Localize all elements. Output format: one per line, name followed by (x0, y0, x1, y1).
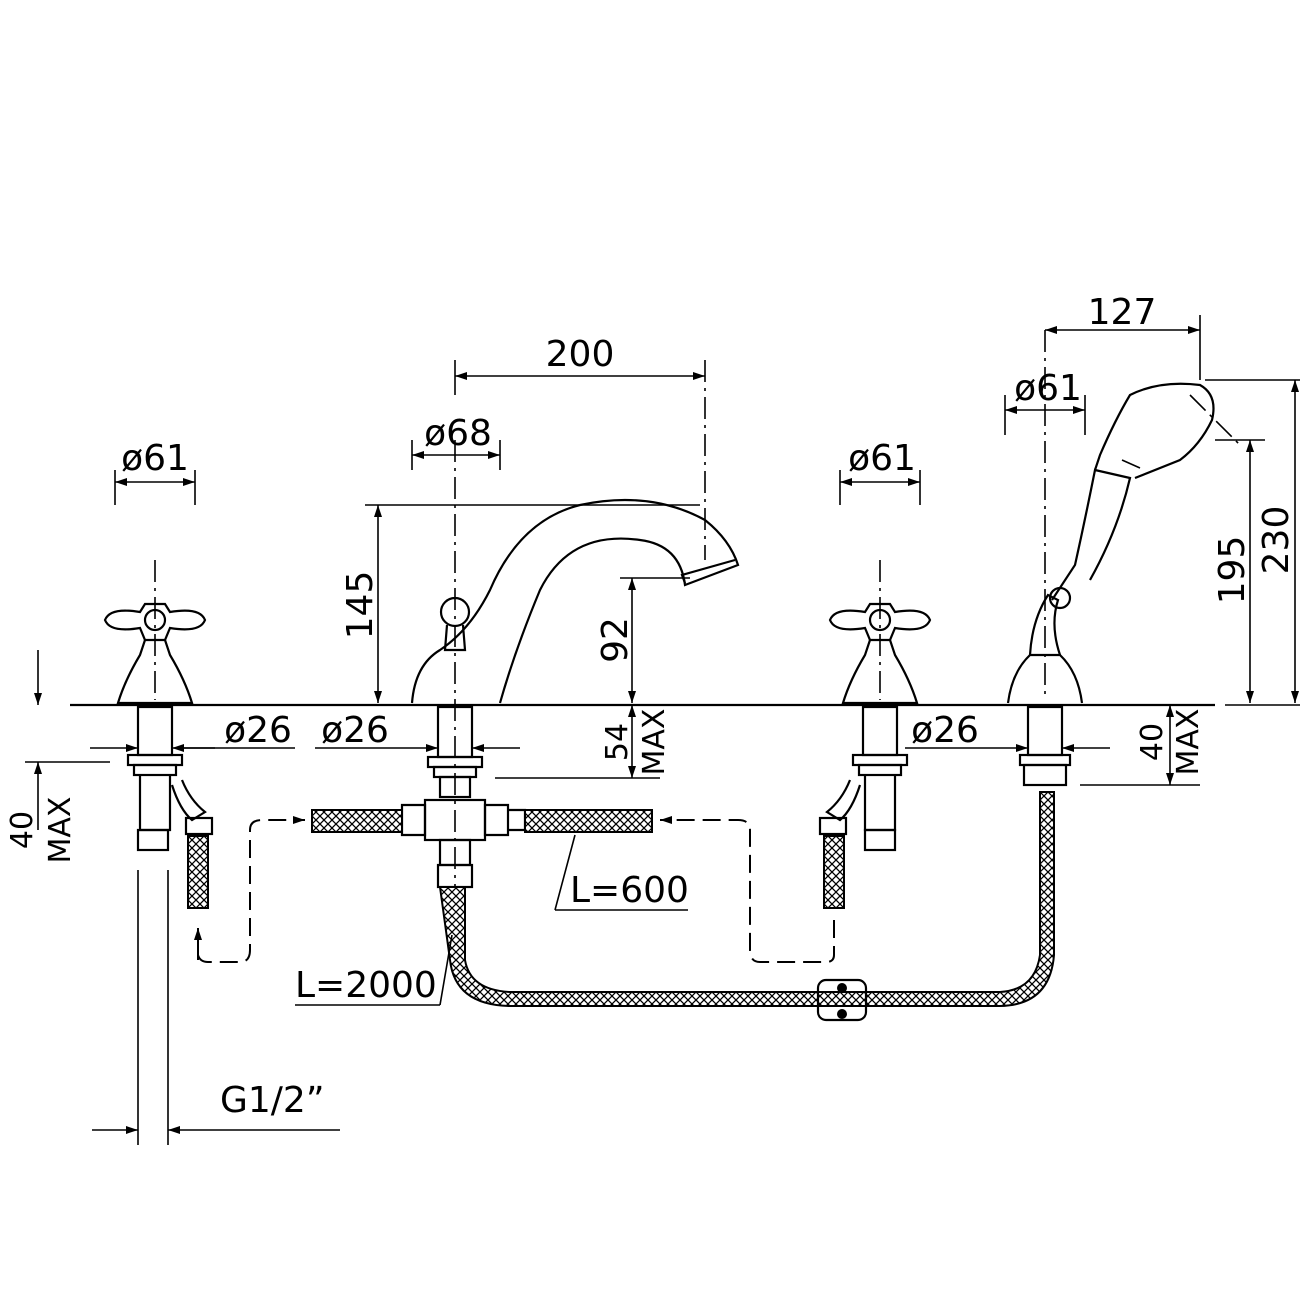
dim-max-40-left: MAX (43, 797, 78, 864)
dim-max-54: MAX (637, 709, 672, 776)
hose-right-600 (524, 809, 653, 833)
dim-d26-spout: ø26 (321, 710, 389, 751)
hand-shower (438, 330, 1215, 1022)
dim-height-40-right: 40 (1135, 723, 1170, 761)
supply-left (197, 816, 305, 963)
dim-height-54: 54 (600, 723, 635, 761)
dim-height-92: 92 (595, 617, 636, 663)
dim-height-195: 195 (1212, 536, 1253, 605)
right-cross-tap (818, 560, 932, 909)
dim-d61-shower: ø61 (1014, 368, 1082, 409)
supply-right (660, 816, 835, 963)
label-hose-2000: L=2000 (295, 965, 437, 1006)
left-cross-tap (103, 560, 214, 909)
label-hose-600: L=600 (570, 870, 689, 911)
dim-d26-left: ø26 (224, 710, 292, 751)
label-thread: G1/2” (220, 1080, 324, 1121)
dim-height-145: 145 (340, 571, 381, 640)
dim-height-40-left: 40 (5, 811, 40, 849)
dim-d68-spout: ø68 (424, 413, 492, 454)
dim-d61-mid: ø61 (848, 438, 916, 479)
dim-d26-right: ø26 (911, 710, 979, 751)
bath-spout (400, 440, 740, 915)
dim-length-200: 200 (546, 334, 615, 375)
dim-d61-left: ø61 (121, 438, 189, 479)
dim-max-40-right: MAX (1171, 709, 1206, 776)
dim-height-230: 230 (1256, 506, 1297, 575)
dim-length-127: 127 (1088, 292, 1157, 333)
hose-left-600 (311, 809, 403, 833)
hose-shower-2000 (438, 791, 1055, 1007)
